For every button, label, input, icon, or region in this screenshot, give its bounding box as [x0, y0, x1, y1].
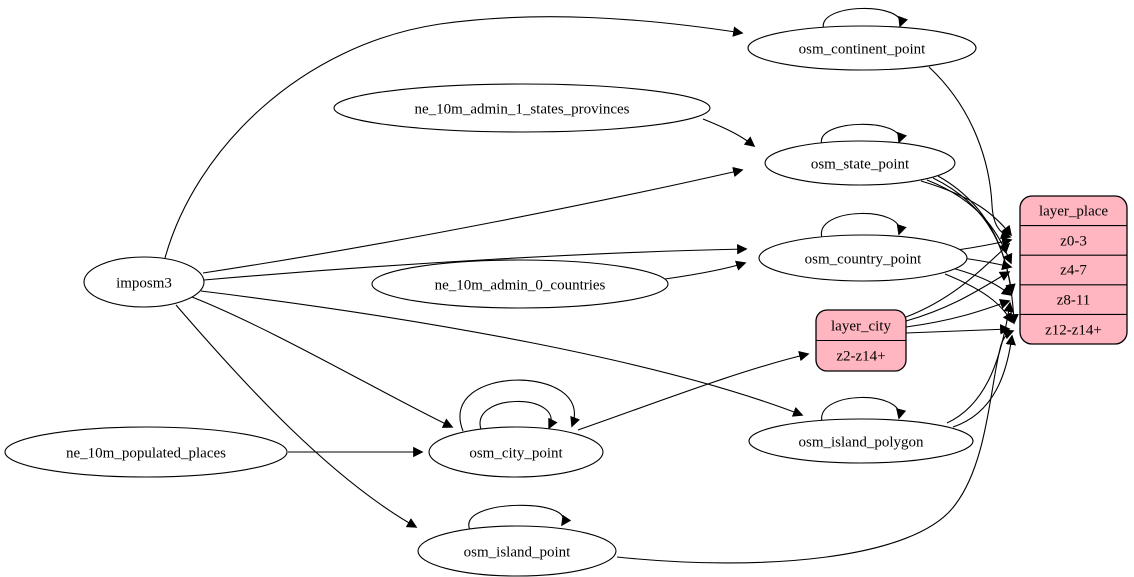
selfloop-osm_city_point-outer [459, 379, 581, 432]
record-layer_city: layer_city z2-z14+ [815, 309, 907, 372]
node-osm_country_point: osm_country_point [758, 234, 968, 282]
record-layer_place-title: layer_place [1039, 203, 1108, 219]
node-ne_10m_admin_1_states_provinces-shape [333, 83, 711, 133]
record-layer_place-row-z8-11: z8-11 [1057, 292, 1091, 308]
node-imposm3-shape [83, 256, 205, 308]
selfloop-osm_continent_point [822, 7, 908, 31]
edge-layer_city-to-layer_place-z0-3 [905, 242, 1011, 318]
edge-imposm3-to-osm_continent_point [164, 16, 744, 259]
node-osm_continent_point-shape [747, 25, 977, 71]
edges [164, 7, 1019, 564]
edge-osm_country_point-to-layer_place-z8-11 [951, 267, 1013, 296]
edge-osm_island_polygon-to-layer_place-z12-z14 [952, 334, 1016, 428]
edge-imposm3-to-osm_island_point [175, 304, 418, 528]
selfloop-osm_country_point [821, 212, 907, 239]
record-layer_place-row-z0-3: z0-3 [1060, 233, 1087, 249]
record-layer_place-box [1019, 195, 1128, 345]
edge-layer_city-to-layer_place-z4-7 [905, 271, 1011, 322]
edge-imposm3-to-osm_state_point [202, 166, 744, 274]
node-osm_island_point: osm_island_point [417, 525, 617, 577]
selfloop-osm_city_point-inner [479, 400, 558, 433]
node-osm_continent_point-label: osm_continent_point [799, 41, 926, 57]
edge-osm_state_point-to-layer_place-z0-3 [920, 180, 1012, 237]
node-ne_10m_admin_0_countries-label: ne_10m_admin_0_countries [435, 277, 606, 293]
edge-imposm3-to-osm_country_point [203, 243, 748, 281]
edge-osm_country_point-to-layer_place-z0-3 [956, 236, 1013, 251]
record-layer_city-title: layer_city [831, 318, 891, 334]
node-osm_state_point-shape [764, 140, 956, 186]
record-layer_place-row-z4-7: z4-7 [1060, 262, 1087, 278]
edge-ne_10m_admin_0_countries-to-osm_country_point [664, 260, 747, 280]
node-osm_continent_point: osm_continent_point [747, 25, 977, 71]
node-osm_country_point-label: osm_country_point [805, 251, 922, 267]
node-ne_10m_admin_1_states_provinces-label: ne_10m_admin_1_states_provinces [415, 101, 630, 117]
nodes: imposm3 ne_10m_admin_1_states_provinces … [4, 25, 977, 577]
node-imposm3: imposm3 [83, 256, 205, 308]
node-ne_10m_admin_1_states_provinces: ne_10m_admin_1_states_provinces [333, 83, 711, 133]
selfloop-osm_island_polygon [821, 396, 907, 423]
node-osm_state_point-label: osm_state_point [811, 156, 910, 172]
node-osm_island_polygon-shape [748, 418, 974, 464]
selfloop-osm_state_point [821, 123, 907, 146]
node-imposm3-label: imposm3 [116, 275, 172, 291]
edge-osm_island_polygon-to-layer_place-z8-11 [946, 301, 1014, 424]
node-osm_island_polygon-label: osm_island_polygon [798, 434, 924, 450]
record-layer_place: layer_place z0-3 z4-7 z8-11 z12-z14+ [1019, 195, 1128, 345]
node-osm_island_point-label: osm_island_point [464, 544, 572, 560]
edge-osm_city_point-to-layer_city-z2-z14 [577, 350, 810, 431]
node-osm_city_point: osm_city_point [428, 426, 604, 478]
edge-ne_10m_admin_1_states_provinces-to-osm_state_point [702, 118, 756, 147]
node-ne_10m_populated_places: ne_10m_populated_places [4, 426, 288, 478]
node-osm_state_point: osm_state_point [764, 140, 956, 186]
node-osm_city_point-shape [428, 426, 604, 478]
edge-osm_country_point-to-layer_place-z12-z14 [944, 273, 1013, 324]
edge-osm_continent_point-to-layer_place-z0-3 [928, 66, 1012, 239]
record-layer_place-row-z12-z14: z12-z14+ [1045, 322, 1102, 338]
edge-layer_city-to-layer_place-z8-11 [905, 298, 1011, 328]
edge-osm_island_point-to-layer_place-z12-z14 [616, 329, 1015, 564]
node-ne_10m_populated_places-shape [4, 426, 288, 478]
node-osm_city_point-label: osm_city_point [469, 445, 563, 461]
node-osm_island_polygon: osm_island_polygon [748, 418, 974, 464]
node-osm_country_point-shape [758, 234, 968, 282]
node-ne_10m_admin_0_countries-shape [371, 259, 669, 309]
node-ne_10m_populated_places-label: ne_10m_populated_places [66, 445, 226, 461]
node-ne_10m_admin_0_countries: ne_10m_admin_0_countries [371, 259, 669, 309]
selfloop-osm_island_point [468, 504, 572, 531]
edge-imposm3-to-osm_island_polygon [200, 290, 804, 417]
node-osm_island_point-shape [417, 525, 617, 577]
record-layer_city-row-z2-z14: z2-z14+ [836, 348, 885, 364]
edge-imposm3-to-osm_city_point [191, 296, 454, 428]
edge-layer_city-to-layer_place-z12-z14 [905, 324, 1011, 335]
edge-osm_state_point-to-layer_place-z8-11 [932, 177, 1016, 295]
